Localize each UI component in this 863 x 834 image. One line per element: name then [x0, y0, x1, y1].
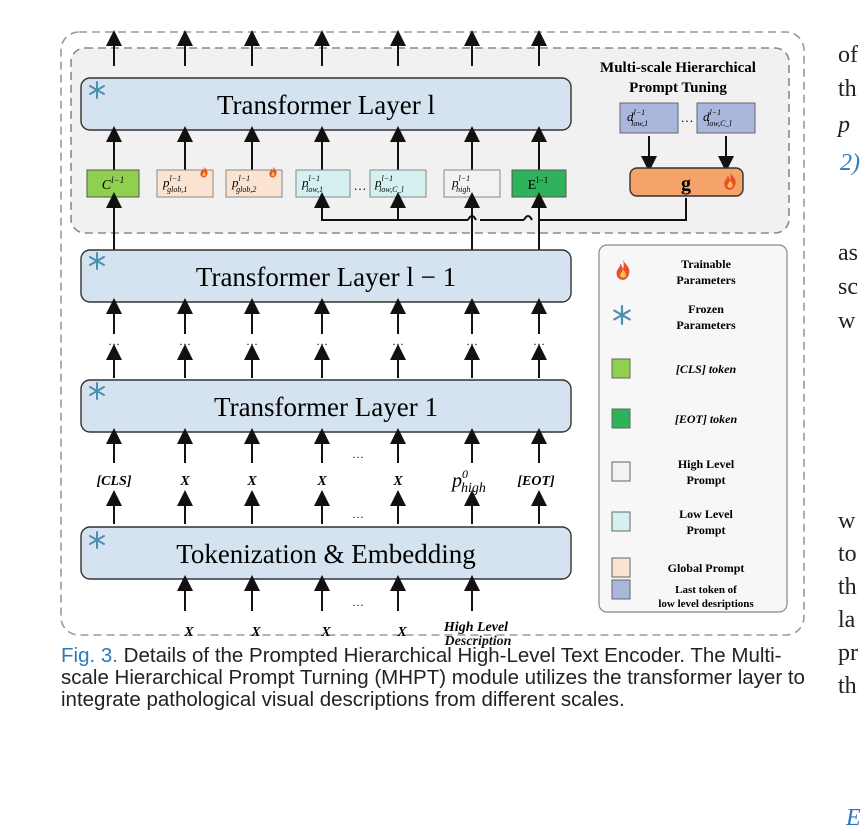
token-e: El−1 — [528, 175, 549, 193]
x-input: X — [396, 625, 407, 640]
g-label: g — [681, 173, 691, 195]
desc-token-box-1 — [619, 102, 679, 134]
high-level-desc-line1: High Level — [443, 620, 508, 635]
ellipsis: … — [316, 334, 328, 348]
x-label: X — [179, 474, 190, 489]
figure-caption: Fig. 3. Details of the Prompted Hierarch… — [61, 645, 811, 711]
token-ellipsis: … — [354, 178, 367, 193]
tokenization-embedding-label: Tokenization & Embedding — [176, 539, 476, 569]
ellipsis: … — [352, 447, 364, 461]
input-row: [CLS] X X X X [EOT] — [97, 474, 555, 489]
legend-swatch-desc — [611, 579, 631, 600]
transformer-layer-l-minus-1-label: Transformer Layer l − 1 — [196, 262, 456, 292]
desc-token-box-cl — [696, 102, 756, 134]
side-word: th — [838, 673, 857, 699]
side-word: sc — [838, 274, 858, 300]
ellipsis: … — [352, 595, 364, 609]
x-label: X — [392, 474, 403, 489]
caption-text: Details of the Prompted Hierarchical Hig… — [61, 644, 805, 711]
legend-frozen-2: Parameters — [676, 318, 736, 332]
side-word: pr — [838, 640, 858, 666]
x-label: X — [316, 474, 327, 489]
token-c: Cl−1 — [102, 175, 124, 193]
side-word: la — [838, 607, 856, 633]
ellipsis: … — [466, 334, 478, 348]
middle-arrows — [106, 298, 547, 378]
legend-frozen-1: Frozen — [688, 302, 724, 316]
legend-trainable-1: Trainable — [681, 257, 731, 271]
ellipsis: … — [392, 334, 404, 348]
side-word: to — [838, 541, 857, 567]
legend-high-1: High Level — [678, 457, 735, 471]
legend-swatch-high — [611, 461, 631, 482]
x-input: X — [250, 625, 261, 640]
side-word: th — [838, 76, 857, 102]
legend: Trainable Parameters Frozen Parameters [… — [611, 257, 754, 610]
x-input: X — [320, 625, 331, 640]
legend-global: Global Prompt — [668, 561, 745, 575]
high-prompt-box — [443, 169, 501, 198]
legend-low-2: Prompt — [686, 523, 725, 537]
eot-label: [EOT] — [517, 474, 555, 489]
side-word: 2) — [840, 150, 860, 176]
legend-cls: [CLS] token — [676, 362, 737, 376]
side-word: w — [838, 508, 856, 534]
transformer-layer-l-label: Transformer Layer l — [217, 90, 435, 120]
ellipsis: … — [352, 507, 364, 521]
legend-swatch-global — [611, 557, 631, 578]
g-connectors — [314, 192, 687, 221]
x-input: X — [183, 625, 194, 640]
transformer-layer-1-label: Transformer Layer 1 — [214, 392, 438, 422]
mhpt-diagram: Multi-scale Hierarchical Prompt Tuning T… — [60, 30, 805, 640]
token-up-arrows — [106, 126, 547, 170]
mhpt-title-line2: Prompt Tuning — [629, 80, 727, 96]
mhpt-title-line1: Multi-scale Hierarchical — [600, 60, 756, 76]
side-word: as — [838, 240, 858, 266]
ellipsis: … — [179, 334, 191, 348]
side-word: w — [838, 308, 856, 334]
legend-trainable-2: Parameters — [676, 273, 736, 287]
legend-eot: [EOT] token — [675, 412, 738, 426]
legend-low-1: Low Level — [679, 507, 733, 521]
ellipsis: … — [533, 334, 545, 348]
side-word: E — [846, 805, 861, 831]
figure-number: Fig. 3. — [61, 644, 118, 667]
cls-label: [CLS] — [97, 474, 132, 489]
legend-swatch-low — [611, 511, 631, 532]
legend-high-2: Prompt — [686, 473, 725, 487]
legend-desc-2: low level desriptions — [658, 598, 754, 610]
desc-ellipsis: … — [681, 110, 694, 125]
g-function-box — [629, 167, 744, 197]
output-arrows — [106, 30, 547, 66]
side-word: p — [838, 112, 850, 138]
legend-desc-1: Last token of — [675, 584, 737, 596]
legend-swatch-cls — [611, 358, 631, 379]
side-word: of — [838, 42, 858, 68]
side-word: th — [838, 574, 857, 600]
x-label: X — [246, 474, 257, 489]
legend-swatch-eot — [611, 408, 631, 429]
global-prompt-box-1 — [156, 169, 214, 198]
outer-frame — [60, 31, 805, 636]
legend-box — [598, 244, 788, 613]
high-level-desc-line2: Description — [444, 634, 512, 649]
ellipsis: … — [108, 334, 120, 348]
ellipsis: … — [246, 334, 258, 348]
